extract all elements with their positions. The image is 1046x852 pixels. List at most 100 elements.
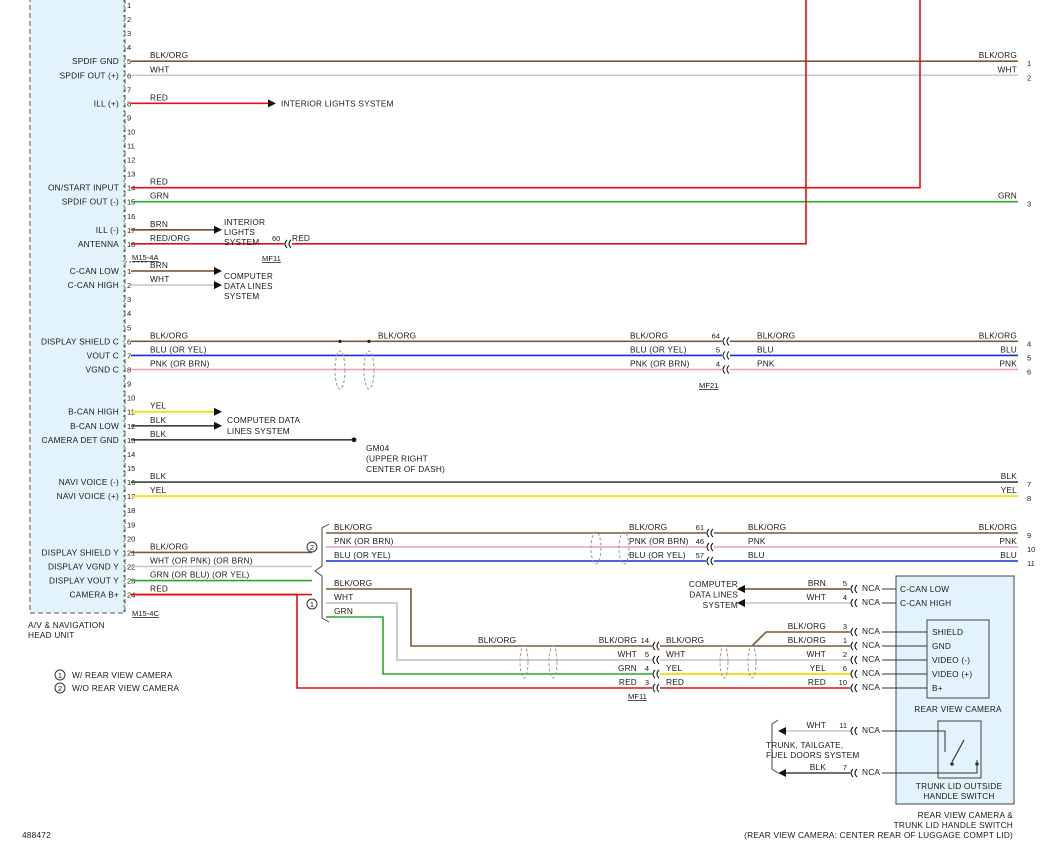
shield-twist [363,350,375,390]
pin-number: 2 [1027,73,1031,82]
pin-number: 8 [127,99,131,108]
shield-twist [618,531,630,565]
wire-color-label: BLK [1001,471,1018,481]
variant-number: 2 [310,543,314,552]
switch-terminal [975,762,979,766]
destination-label: TRUNK, TAILGATE, [766,740,843,750]
wire-color-label: BLK/ORG [979,330,1017,340]
wire-color-label: BLK [150,415,167,425]
wire-color-label: RED [808,677,826,687]
arrow [737,585,745,593]
wire-color-label: WHT [807,720,827,730]
pin-number: 4 [716,359,720,368]
pin-number: 11 [127,142,135,151]
wire-color-label: BLU (OR YEL) [629,550,686,560]
pin-number: 1 [1027,59,1031,68]
wire-color-label: BLK/ORG [334,522,372,532]
wire-color-label: YEL [150,401,166,411]
wire-shield-y [326,588,652,647]
pin-number: 64 [712,331,720,340]
arrow [214,421,222,430]
connector-label: MF11 [628,692,647,701]
wire-color-label: BLK/ORG [788,621,826,631]
wire-color-label: WHT [998,64,1018,74]
wire-color-label: BLK/ORG [334,578,372,588]
shield-twist [719,645,729,679]
wire-color-label: WHT [807,649,827,659]
legend-mark [54,669,66,681]
pin-number: 20 [127,534,135,543]
wire-color-label: RED [619,677,637,687]
wire-color-label: GRN [618,663,637,673]
destination-label: LINES SYSTEM [227,426,290,436]
connector-code: NCA [862,654,880,664]
diagram-id: 488472 [22,830,51,840]
wire-color-label: BLK/ORG [748,522,786,532]
pin-number: 6 [843,664,847,673]
pin-signal: VGND C [86,364,119,374]
connector-code: NCA [862,767,880,777]
arrow [214,407,222,416]
pin-signal: DISPLAY VGND Y [48,561,119,571]
pin-number: 5 [1027,353,1031,362]
pin-signal: DISPLAY SHIELD Y [42,547,120,557]
wire-color-label: BLK/ORG [629,522,667,532]
wire-color-label: BLK/ORG [478,635,516,645]
pin-signal: B-CAN HIGH [68,407,119,417]
destination-label: A/V & NAVIGATION [28,620,105,630]
pin-number: 1 [127,1,131,10]
destination-label: (UPPER RIGHT [366,454,428,464]
wire-color-label: PNK (OR BRN) [334,536,394,546]
connector-mf21 [706,528,714,538]
pin-number: 7 [843,763,847,772]
destination-label: LIGHTS [224,227,255,237]
pin-number: 4 [645,664,649,673]
pin-signal: VOUT C [87,350,119,360]
pin-number: 6 [1027,367,1031,376]
connector-mf11 [652,641,660,651]
wire-color-label: RED [292,233,310,243]
pin-number: 5 [127,57,131,66]
pin-number: 11 [127,408,135,417]
wire-color-label: PNK [757,358,775,368]
pin-number: 11 [1027,559,1035,568]
connector-nca [850,669,858,679]
wires [131,0,1018,774]
pin-signal: C-CAN HIGH [68,280,119,290]
wire-color-label: PNK (OR BRN) [629,536,689,546]
connector-label: MF21 [699,381,718,390]
wire-color-label: BRN [150,260,168,270]
pin-number: 7 [1027,480,1031,489]
connector-code: NCA [862,597,880,607]
connector-mf21 [706,556,714,566]
pin-number: 5 [127,323,131,332]
wire-color-label: RED [150,92,168,102]
legend-mark [54,682,66,694]
splice-dot [367,339,371,343]
pin-number: 2 [127,15,131,24]
connector-nca [850,768,858,778]
pin-signal: ILL (+) [94,98,119,108]
wire-color-label: BLK/ORG [150,330,188,340]
connector-mf11 [652,655,660,665]
pin-number: 10 [839,678,847,687]
pin-signal: B-CAN LOW [70,421,119,431]
variant-mark [306,598,318,610]
pin-signal: ILL (-) [96,225,119,235]
pin-number: 9 [127,113,131,122]
connector-code: NCA [862,583,880,593]
destination-label: COMPUTER [224,271,273,281]
pin-signal: NAVI VOICE (-) [59,477,119,487]
connector-code: NCA [862,682,880,692]
connector-label: M15-4C [132,609,160,618]
wire-color-label: PNK (OR BRN) [150,358,210,368]
pin-number: 19 [127,520,135,529]
shield-twist [590,531,602,565]
wire-color-label: BLU [1000,550,1017,560]
wire-color-label: BLK/ORG [757,330,795,340]
pin-number: 3 [127,295,131,304]
connector-mf11 [652,669,660,679]
arrow [268,99,276,108]
variant-bracket [314,523,330,623]
